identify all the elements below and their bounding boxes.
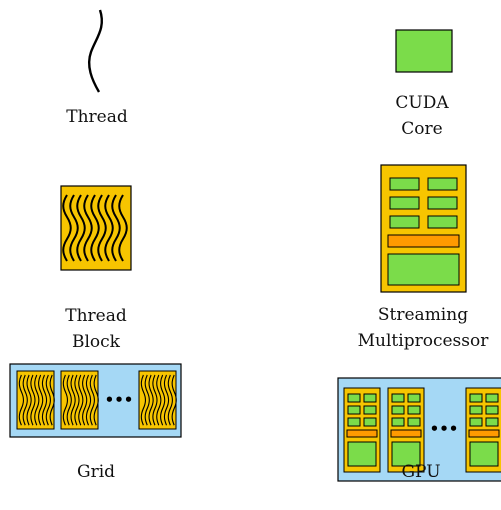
thread-block-icon bbox=[60, 185, 132, 271]
thread-block-label-line1: Thread bbox=[65, 306, 127, 326]
thread-icon bbox=[87, 9, 104, 93]
cuda-core-label-line2: Core bbox=[401, 119, 442, 139]
grid-block-1 bbox=[16, 370, 55, 430]
thread-label: Thread bbox=[66, 107, 128, 127]
sm-label-line1: Streaming bbox=[378, 305, 468, 325]
cuda-core-icon bbox=[395, 29, 453, 73]
gpu-ellipsis: ••• bbox=[430, 420, 459, 438]
sm-label-line2: Multiprocessor bbox=[358, 331, 490, 351]
grid-ellipsis: ••• bbox=[105, 391, 134, 409]
gpu-sm-1 bbox=[343, 387, 381, 473]
grid-icon: ••• bbox=[9, 363, 182, 438]
cuda-core-label-line1: CUDA bbox=[395, 93, 449, 113]
grid-block-3 bbox=[138, 370, 177, 430]
gpu-sm-2 bbox=[387, 387, 425, 473]
thread-block-label-line2: Block bbox=[72, 332, 121, 352]
streaming-multiprocessor-icon bbox=[380, 164, 467, 293]
gpu-label: GPU bbox=[401, 462, 440, 482]
grid-block-2 bbox=[60, 370, 99, 430]
gpu-sm-3 bbox=[465, 387, 501, 473]
gpu-icon: ••• bbox=[337, 377, 501, 482]
grid-label: Grid bbox=[77, 462, 115, 482]
